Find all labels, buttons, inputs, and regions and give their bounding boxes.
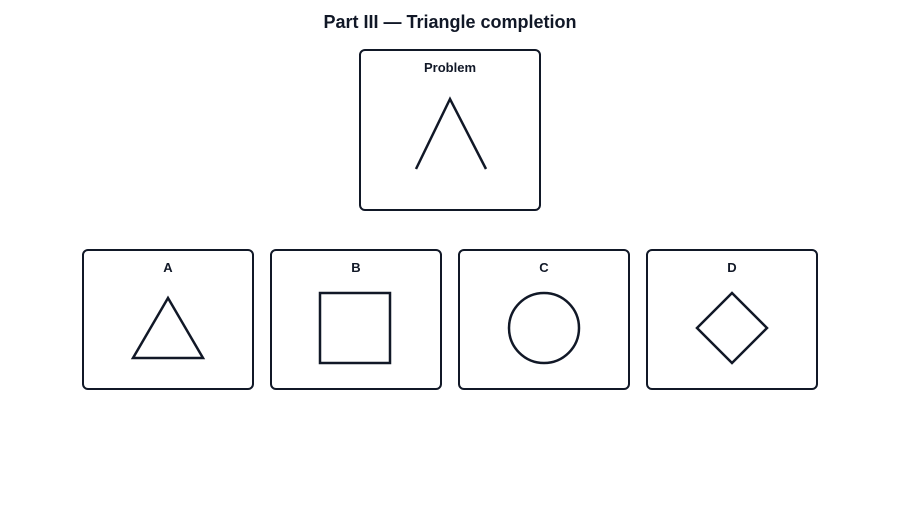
diamond-icon bbox=[695, 291, 769, 365]
option-label-c: C bbox=[539, 260, 549, 275]
triangle-icon bbox=[130, 295, 206, 360]
problem-label: Problem bbox=[423, 60, 476, 75]
option-label-d: D bbox=[727, 260, 737, 275]
option-card-a[interactable]: A bbox=[82, 249, 254, 390]
option-label-a: A bbox=[163, 260, 173, 275]
square-icon bbox=[318, 291, 392, 365]
circle-icon bbox=[507, 291, 581, 365]
page-title: Part III — Triangle completion bbox=[323, 12, 577, 32]
option-card-d[interactable]: D bbox=[646, 249, 818, 390]
option-card-b[interactable]: B bbox=[270, 249, 442, 390]
option-label-b: B bbox=[351, 260, 361, 275]
open-angle-icon bbox=[414, 96, 488, 170]
option-card-c[interactable]: C bbox=[458, 249, 630, 390]
problem-card: Problem bbox=[359, 49, 541, 211]
